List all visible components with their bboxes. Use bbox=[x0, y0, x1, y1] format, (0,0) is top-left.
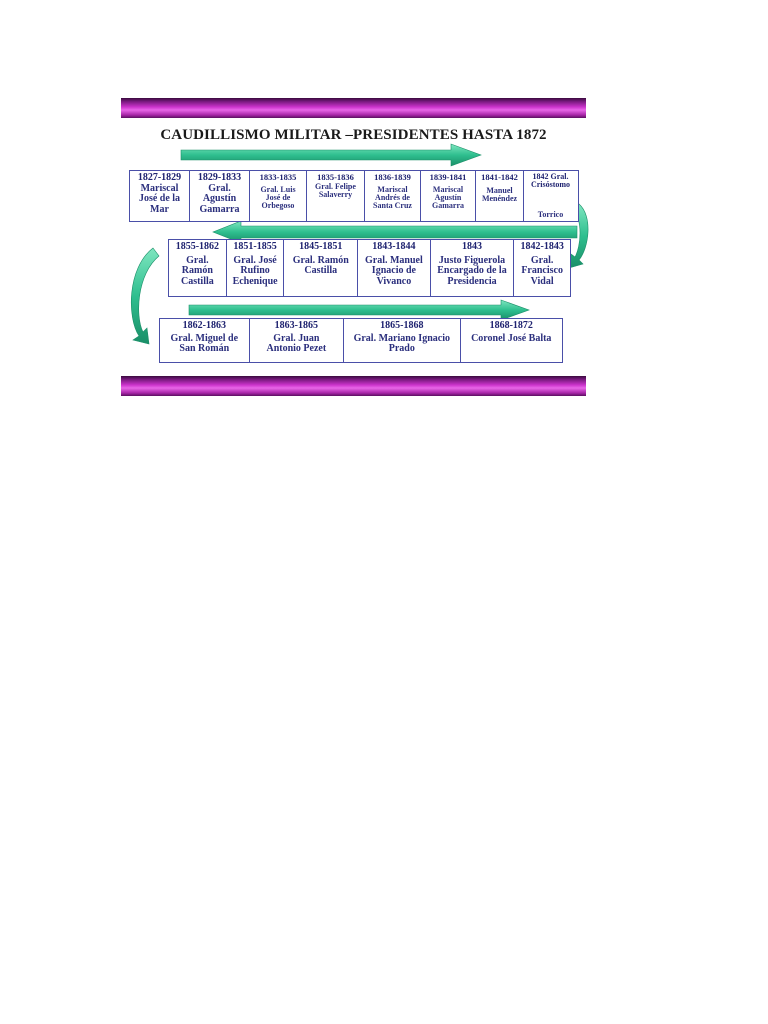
cell-name: Justo Figuerola Encargado de la Presiden… bbox=[437, 255, 507, 287]
cell-years: 1842 Gral. Crisóstomo bbox=[530, 172, 571, 190]
cell-name: Gral. Mariano Ignacio Prado bbox=[353, 333, 450, 355]
flow-arrows bbox=[131, 143, 589, 345]
cell-years: 1841-1842 bbox=[481, 172, 518, 182]
timeline-slide: CAUDILLISMO MILITAR –PRESIDENTES HASTA 1… bbox=[121, 98, 589, 396]
cell-name: Gral. Ramón Castilla bbox=[180, 255, 214, 287]
cell-name: Gral. Felipe Salaverry bbox=[315, 181, 356, 199]
president-cell: 1833-1835 Gral. Luis José de Orbegoso bbox=[250, 171, 307, 221]
cell-years: 1862-1863 bbox=[182, 320, 226, 331]
president-cell: 1842-1843 Gral. Francisco Vidal bbox=[514, 240, 570, 296]
slide-title: CAUDILLISMO MILITAR –PRESIDENTES HASTA 1… bbox=[160, 127, 547, 143]
president-cell: 1868-1872 Coronel José Balta bbox=[461, 319, 562, 362]
president-cell: 1839-1841 Mariscal Agustín Gamarra bbox=[421, 171, 476, 221]
cell-name: Mariscal José de la Mar bbox=[138, 183, 181, 215]
cell-years: 1833-1835 bbox=[259, 172, 297, 182]
cell-years: 1829-1833 bbox=[197, 172, 242, 183]
row-2: 1855-1862 Gral. Ramón Castilla 1851-1855… bbox=[168, 239, 571, 297]
president-cell: 1843-1844 Gral. Manuel Ignacio de Vivanc… bbox=[358, 240, 431, 296]
cell-name: Manuel Menéndez bbox=[481, 185, 518, 203]
cell-years: 1845-1851 bbox=[299, 241, 343, 252]
president-cell: 1855-1862 Gral. Ramón Castilla bbox=[169, 240, 227, 296]
cell-name: Gral. Manuel Ignacio de Vivanco bbox=[365, 255, 423, 287]
president-cell: 1835-1836 Gral. Felipe Salaverry bbox=[307, 171, 365, 221]
cell-years: 1863-1865 bbox=[274, 320, 318, 331]
row-1: 1827-1829 Mariscal José de la Mar 1829-1… bbox=[129, 170, 579, 222]
curve-left-connector bbox=[131, 247, 160, 345]
top-decorative-band bbox=[121, 98, 586, 118]
cell-years: 1827-1829 bbox=[137, 172, 182, 183]
arrow-right-1 bbox=[180, 143, 482, 167]
president-cell: 1865-1868 Gral. Mariano Ignacio Prado bbox=[344, 319, 461, 362]
cell-name: Coronel José Balta bbox=[471, 333, 552, 345]
president-cell: 1851-1855 Gral. José Rufino Echenique bbox=[227, 240, 285, 296]
cell-years: 1851-1855 bbox=[233, 241, 277, 252]
cell-years: 1836-1839 bbox=[374, 172, 411, 182]
president-cell: 1827-1829 Mariscal José de la Mar bbox=[130, 171, 190, 221]
president-cell: 1842 Gral. Crisóstomo Torrico bbox=[524, 171, 577, 221]
cell-years: 1865-1868 bbox=[380, 320, 424, 331]
president-cell: 1841-1842 Manuel Menéndez bbox=[476, 171, 524, 221]
cell-years: 1855-1862 bbox=[175, 241, 220, 252]
cell-years: 1839-1841 bbox=[429, 172, 467, 182]
cell-name: Gral. Agustín Gamarra bbox=[199, 183, 240, 215]
president-cell: 1829-1833 Gral. Agustín Gamarra bbox=[190, 171, 250, 221]
president-cell: 1863-1865 Gral. Juan Antonio Pezet bbox=[250, 319, 345, 362]
cell-name: Torrico bbox=[537, 209, 564, 219]
cell-years: 1842-1843 bbox=[520, 241, 564, 252]
cell-name: Gral. Luis José de Orbegoso bbox=[260, 184, 296, 210]
cell-name: Gral. José Rufino Echenique bbox=[232, 255, 278, 287]
cell-years: 1835-1836 bbox=[317, 172, 354, 182]
president-cell: 1843 Justo Figuerola Encargado de la Pre… bbox=[431, 240, 515, 296]
cell-name: Mariscal Andrés de Santa Cruz bbox=[373, 184, 412, 210]
bottom-decorative-band bbox=[121, 376, 586, 396]
cell-years: 1843-1844 bbox=[372, 241, 416, 252]
cell-years: 1868-1872 bbox=[489, 320, 533, 331]
arrow-right-3 bbox=[188, 299, 530, 321]
cell-name: Gral. Juan Antonio Pezet bbox=[266, 333, 327, 355]
cell-name: Gral. Ramón Castilla bbox=[292, 255, 349, 277]
cell-name: Gral. Francisco Vidal bbox=[521, 255, 563, 287]
cell-name: Mariscal Agustín Gamarra bbox=[432, 184, 464, 210]
arrow-left-2 bbox=[212, 220, 578, 244]
president-cell: 1845-1851 Gral. Ramón Castilla bbox=[284, 240, 359, 296]
president-cell: 1862-1863 Gral. Miguel de San Román bbox=[160, 319, 250, 362]
cell-years: 1843 bbox=[462, 241, 482, 252]
president-cell: 1836-1839 Mariscal Andrés de Santa Cruz bbox=[365, 171, 421, 221]
cell-name: Gral. Miguel de San Román bbox=[170, 333, 239, 355]
row-3: 1862-1863 Gral. Miguel de San Román 1863… bbox=[159, 318, 563, 363]
